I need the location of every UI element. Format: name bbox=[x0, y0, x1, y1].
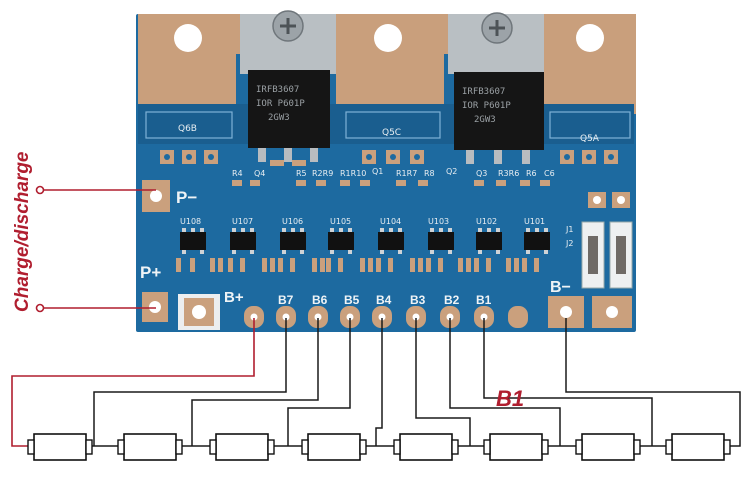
svg-text:Q3: Q3 bbox=[476, 169, 487, 178]
lead-dot-top bbox=[35, 185, 45, 195]
battery-cell-8 bbox=[665, 433, 731, 461]
jumper-ref-j1: J1 bbox=[565, 225, 573, 234]
svg-text:Q2: Q2 bbox=[446, 167, 457, 176]
battery-cell-7 bbox=[575, 433, 641, 461]
tap-label-b1: B1 bbox=[476, 293, 492, 307]
tap-label-b7: B7 bbox=[278, 293, 294, 307]
svg-text:C6: C6 bbox=[544, 169, 555, 178]
chip-row: U108 U107 U106 U105 U104 U103 U102 U101 bbox=[180, 217, 545, 226]
copper-top-strip bbox=[138, 14, 636, 114]
mosfet-ref-q6b: Q6B bbox=[178, 124, 197, 134]
svg-text:R8: R8 bbox=[424, 169, 435, 178]
mosfet-ref-q5c: Q5C bbox=[382, 128, 401, 138]
chip-ref-u108: U108 bbox=[180, 217, 201, 226]
battery-cell-5 bbox=[393, 433, 459, 461]
jumpers: J1 J2 bbox=[565, 221, 633, 289]
label-b-minus: B− bbox=[550, 279, 571, 296]
tap-labels: B7 B6 B5 B4 B3 B2 B1 bbox=[278, 293, 492, 307]
battery-cells bbox=[27, 433, 731, 461]
tap-label-b6: B6 bbox=[312, 293, 328, 307]
svg-text:Q4: Q4 bbox=[254, 169, 265, 178]
svg-text:R6: R6 bbox=[526, 169, 537, 178]
sot-chips bbox=[176, 228, 550, 272]
svg-text:R4: R4 bbox=[232, 169, 243, 178]
chip-ref-u105: U105 bbox=[330, 217, 351, 226]
label-p-plus: P+ bbox=[140, 263, 161, 282]
chip-ref-u107: U107 bbox=[232, 217, 253, 226]
battery-cell-1 bbox=[27, 433, 93, 461]
mosfet-right-mark1: IRFB3607 bbox=[462, 87, 505, 97]
lead-dot-bottom bbox=[35, 303, 45, 313]
mosfet-ref-q5a: Q5A bbox=[580, 134, 600, 144]
jumper-ref-j2: J2 bbox=[565, 239, 573, 248]
resistor-ref-row: R4 Q4 R5 R2R9 R1R10 Q1 R1R7 R8 Q2 Q3 R3R… bbox=[232, 167, 555, 178]
label-b-plus: B+ bbox=[224, 289, 244, 306]
mosfet-left-mark2: IOR P601P bbox=[256, 99, 305, 109]
mosfet-right-mark2: IOR P601P bbox=[462, 101, 511, 111]
svg-text:R1R7: R1R7 bbox=[396, 169, 417, 178]
tap-label-b3: B3 bbox=[410, 293, 426, 307]
label-p-minus: P− bbox=[176, 188, 197, 207]
trace-band bbox=[138, 104, 634, 144]
chip-ref-u102: U102 bbox=[476, 217, 497, 226]
chip-ref-u104: U104 bbox=[380, 217, 401, 226]
b1-annotation: B1 bbox=[496, 386, 524, 411]
battery-cell-3 bbox=[209, 433, 275, 461]
tap-label-b4: B4 bbox=[376, 293, 392, 307]
smd-resistors-top bbox=[232, 160, 550, 186]
chip-ref-u103: U103 bbox=[428, 217, 449, 226]
balance-pads bbox=[244, 306, 528, 328]
mosfet-right: IRFB3607 IOR P601P 2GW3 bbox=[448, 12, 544, 164]
battery-cell-6 bbox=[483, 433, 549, 461]
svg-text:R1R10: R1R10 bbox=[340, 169, 366, 178]
battery-cell-4 bbox=[301, 433, 367, 461]
tap-label-b2: B2 bbox=[444, 293, 460, 307]
chip-ref-u106: U106 bbox=[282, 217, 303, 226]
tap-label-b5: B5 bbox=[344, 293, 360, 307]
mosfet-left: IRFB3607 IOR P601P 2GW3 bbox=[240, 10, 336, 162]
svg-text:R2R9: R2R9 bbox=[312, 169, 333, 178]
balance-wires bbox=[93, 318, 741, 447]
battery-cell-2 bbox=[117, 433, 183, 461]
charge-discharge-label: Charge/discharge bbox=[12, 151, 33, 312]
b-plus-wire bbox=[11, 318, 255, 447]
charge-discharge-leads bbox=[40, 189, 156, 309]
mosfet-right-mark3: 2GW3 bbox=[474, 115, 496, 125]
mosfet-left-mark3: 2GW3 bbox=[268, 113, 290, 123]
mosfet-left-mark1: IRFB3607 bbox=[256, 85, 299, 95]
svg-text:Q1: Q1 bbox=[372, 167, 383, 176]
svg-text:R5: R5 bbox=[296, 169, 307, 178]
chip-ref-u101: U101 bbox=[524, 217, 545, 226]
svg-text:R3R6: R3R6 bbox=[498, 169, 519, 178]
